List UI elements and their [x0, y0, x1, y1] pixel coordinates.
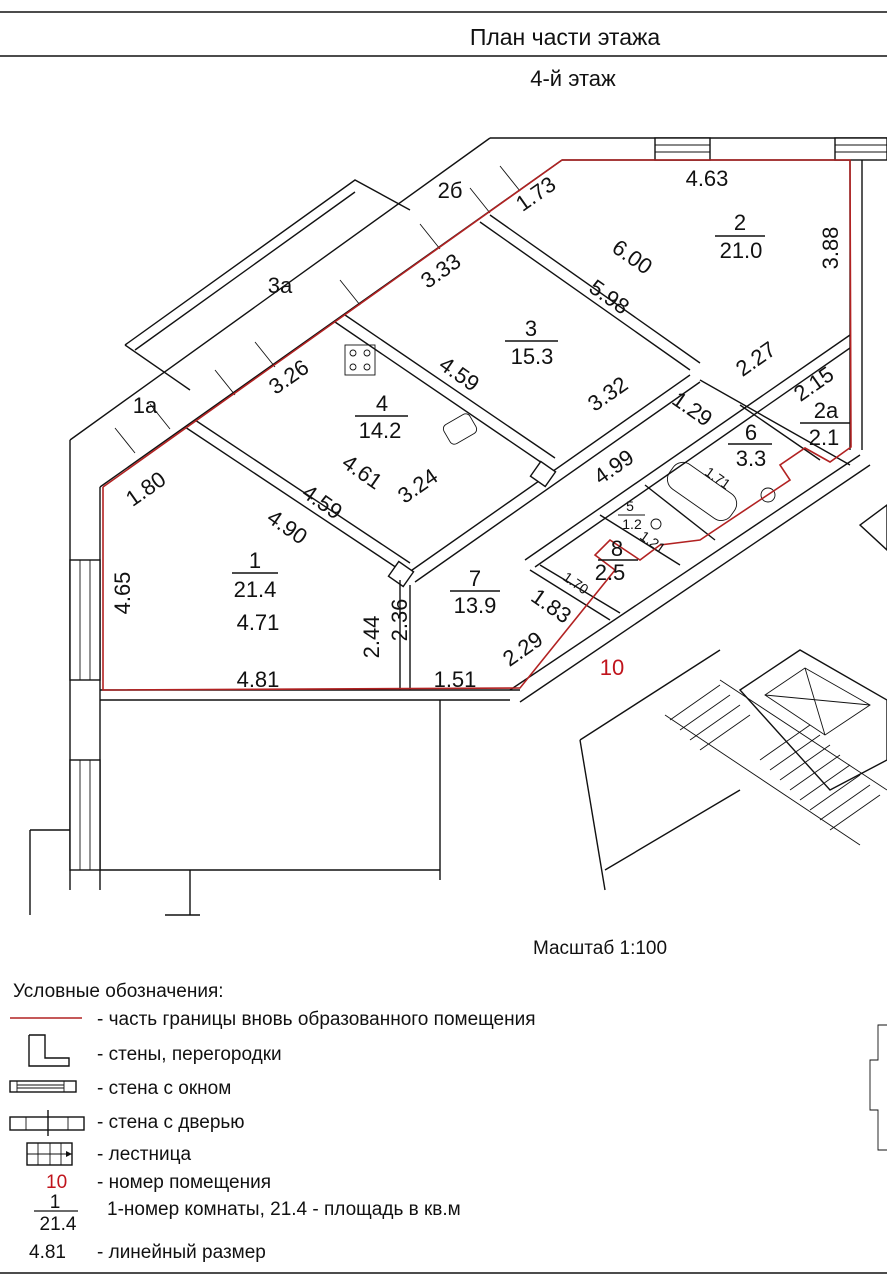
dimension: 4.99 [589, 444, 638, 489]
balcony-label-2b: 2б [438, 178, 463, 203]
svg-text:3: 3 [525, 316, 537, 341]
room-label-2a: 2а 2.1 [800, 398, 850, 450]
svg-text:- часть границы вновь образова: - часть границы вновь образованного поме… [97, 1009, 536, 1030]
dimension: 4.71 [237, 610, 280, 635]
svg-text:6: 6 [745, 420, 757, 445]
dimension: 1.73 [511, 171, 560, 216]
dimension: 1.83 [527, 583, 576, 628]
dimension: 1.51 [434, 667, 477, 692]
dimension: 3.88 [818, 227, 843, 270]
dimension: 4.61 [338, 449, 387, 494]
floor-subtitle: 4-й этаж [530, 66, 616, 91]
legend-window-wall-symbol [9, 1080, 77, 1093]
dimension: 2.36 [387, 599, 412, 642]
room-label-5: 5 1.2 [618, 498, 645, 532]
legend: Условные обозначения: - часть границы вн… [9, 981, 536, 1263]
svg-text:- стена с окном: - стена с окном [97, 1078, 231, 1099]
plan-title: План части этажа [470, 24, 661, 50]
dimension: 3.32 [583, 371, 632, 416]
svg-text:5: 5 [626, 498, 634, 514]
svg-text:1-номер комнаты, 21.4 - площад: 1-номер комнаты, 21.4 - площадь в кв.м [107, 1199, 461, 1220]
dimension: 4.65 [110, 572, 135, 615]
premise-number: 10 [600, 655, 624, 680]
svg-text:8: 8 [611, 536, 623, 561]
svg-text:2.5: 2.5 [595, 560, 626, 585]
dimension: 1.21 [637, 528, 669, 557]
legend-stairs-symbol [26, 1142, 73, 1166]
legend-wall-symbol [28, 1034, 70, 1067]
svg-text:21.4: 21.4 [40, 1214, 77, 1235]
room-label-2: 2 21.0 [715, 210, 765, 263]
svg-text:- стены, перегородки: - стены, перегородки [97, 1044, 282, 1065]
dimension: 2.27 [731, 336, 780, 381]
svg-text:4: 4 [376, 391, 388, 416]
legend-dimension-symbol: 4.81 [29, 1242, 66, 1263]
legend-premise-number-symbol: 10 [46, 1172, 67, 1193]
dimension: 4.90 [263, 504, 312, 549]
svg-text:2а: 2а [814, 398, 839, 423]
svg-text:1: 1 [50, 1192, 61, 1213]
svg-text:14.2: 14.2 [359, 418, 402, 443]
balcony-label-1a: 1а [133, 393, 158, 418]
svg-text:13.9: 13.9 [454, 593, 497, 618]
dimension: 1.71 [702, 464, 734, 493]
dimension: 2.44 [359, 616, 384, 659]
dimension: 4.59 [435, 351, 484, 396]
dimension: 4.81 [237, 667, 280, 692]
svg-text:1: 1 [249, 548, 261, 573]
room-label-8: 8 2.5 [595, 536, 638, 585]
dimension: 6.00 [608, 234, 657, 279]
dimension: 3.33 [416, 248, 465, 293]
dimension: 1.29 [668, 386, 717, 431]
dimension: 2.29 [498, 626, 547, 671]
dimension: 3.26 [264, 354, 313, 399]
svg-text:- стена с дверью: - стена с дверью [97, 1112, 245, 1133]
room-label-1: 1 21.4 [232, 548, 278, 602]
adjacent-plan-fragment [869, 1024, 887, 1151]
svg-text:15.3: 15.3 [511, 344, 554, 369]
legend-title: Условные обозначения: [13, 981, 224, 1002]
dimension: 4.63 [686, 166, 729, 191]
svg-text:21.4: 21.4 [234, 577, 277, 602]
svg-text:21.0: 21.0 [720, 238, 763, 263]
legend-fraction-symbol: 1 21.4 [34, 1192, 78, 1235]
scale-label: Масштаб 1:100 [533, 938, 667, 959]
svg-text:3.3: 3.3 [736, 446, 767, 471]
svg-text:- линейный размер: - линейный размер [97, 1242, 266, 1263]
room-label-4: 4 14.2 [355, 391, 408, 443]
svg-text:2: 2 [734, 210, 746, 235]
new-premise-boundary [102, 159, 852, 691]
svg-text:7: 7 [469, 566, 481, 591]
svg-text:1.2: 1.2 [622, 516, 642, 532]
room-label-6: 6 3.3 [728, 420, 772, 471]
svg-text:2.1: 2.1 [809, 425, 840, 450]
room-label-7: 7 13.9 [450, 566, 500, 618]
legend-door-wall-symbol [9, 1110, 85, 1136]
room-label-3: 3 15.3 [505, 316, 558, 369]
svg-text:- лестница: - лестница [97, 1144, 191, 1165]
dimension: 3.24 [393, 463, 442, 508]
svg-text:- номер помещения: - номер помещения [97, 1172, 271, 1193]
dimension: 1.80 [121, 466, 170, 511]
balcony-label-3a: 3а [268, 273, 293, 298]
